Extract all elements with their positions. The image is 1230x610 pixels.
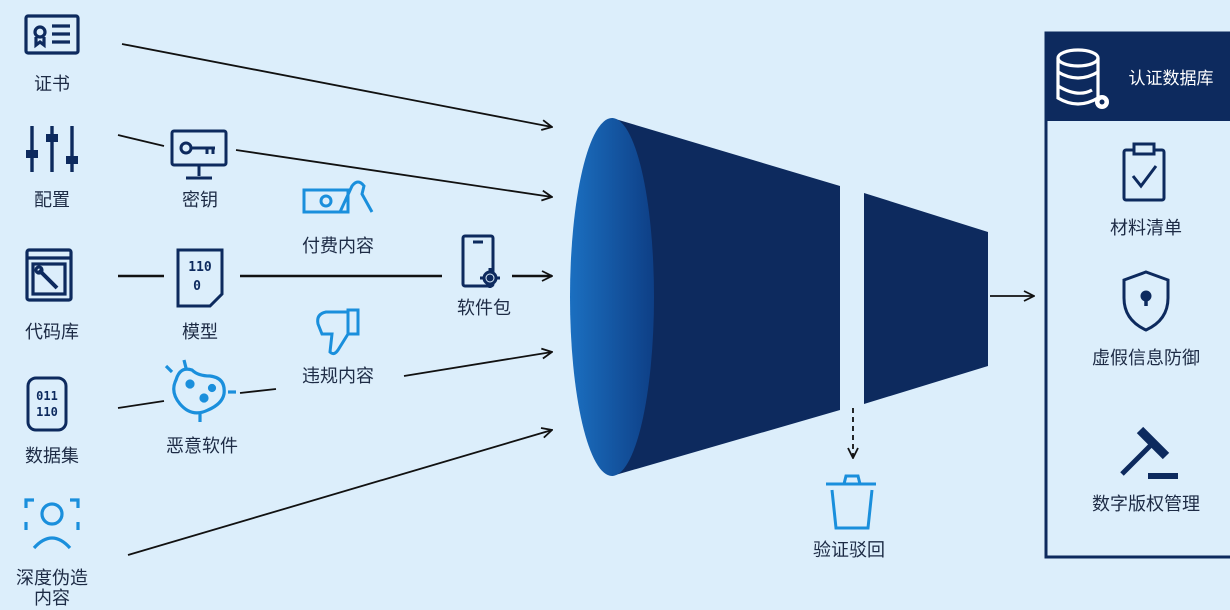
label-deepfake-line2: 内容: [34, 588, 70, 609]
paid-content-hand-money-icon: [302, 180, 374, 214]
dataset-icon: 011 110: [26, 376, 68, 432]
arrow-key: [235, 149, 552, 197]
arrow-certificate: [121, 43, 552, 127]
label-certificate: 证书: [34, 74, 70, 95]
svg-text:011: 011: [36, 389, 58, 403]
label-model: 模型: [182, 322, 218, 343]
label-software-package: 软件包: [457, 298, 511, 319]
label-key: 密钥: [182, 190, 218, 211]
database-gear-icon: [1056, 48, 1109, 109]
panel-item-disinfo-defense: 虚假信息防御: [1092, 348, 1200, 369]
label-paid-content: 付费内容: [302, 236, 374, 257]
line-config-key: [117, 134, 165, 147]
label-rejected: 验证驳回: [813, 540, 885, 561]
label-malware: 恶意软件: [166, 436, 238, 457]
funnel-mouth: [570, 118, 654, 476]
svg-text:0: 0: [193, 279, 201, 294]
gavel-icon: [1120, 426, 1178, 479]
malware-bacteria-icon: [164, 359, 236, 422]
shield-lock-icon: [1122, 270, 1170, 332]
label-code-repo: 代码库: [25, 322, 79, 343]
key-monitor-icon: [170, 129, 228, 180]
auth-database-panel: [1044, 31, 1230, 559]
deepfake-face-scan-icon: [24, 498, 80, 550]
panel-title: 认证数据库: [1128, 69, 1214, 89]
clipboard-check-icon: [1122, 142, 1166, 202]
funnel-body: [612, 118, 840, 476]
violating-thumbs-down-icon: [316, 308, 360, 356]
arrow-violating: [403, 352, 552, 377]
label-config: 配置: [34, 190, 70, 211]
label-dataset: 数据集: [25, 446, 79, 467]
config-sliders-icon: [26, 126, 78, 172]
line-malware-violating: [239, 388, 277, 394]
svg-text:110: 110: [36, 405, 58, 419]
label-violating-content: 违规内容: [302, 366, 374, 387]
code-repo-icon: [25, 248, 73, 302]
label-deepfake-line1: 深度伪造: [16, 568, 88, 589]
connector-lines: [117, 43, 1034, 556]
trash-icon: [826, 474, 876, 530]
model-chip-icon: 110 0: [176, 248, 224, 308]
verification-funnel: [570, 118, 988, 476]
line-dataset-malware: [117, 400, 165, 409]
panel-item-sbom: 材料清单: [1110, 218, 1182, 239]
certificate-icon: [24, 14, 80, 55]
software-package-icon: [461, 234, 500, 288]
funnel-tail: [864, 193, 988, 404]
arrow-deepfake: [127, 430, 552, 556]
panel-item-drm: 数字版权管理: [1092, 494, 1200, 515]
svg-text:110: 110: [188, 260, 212, 275]
